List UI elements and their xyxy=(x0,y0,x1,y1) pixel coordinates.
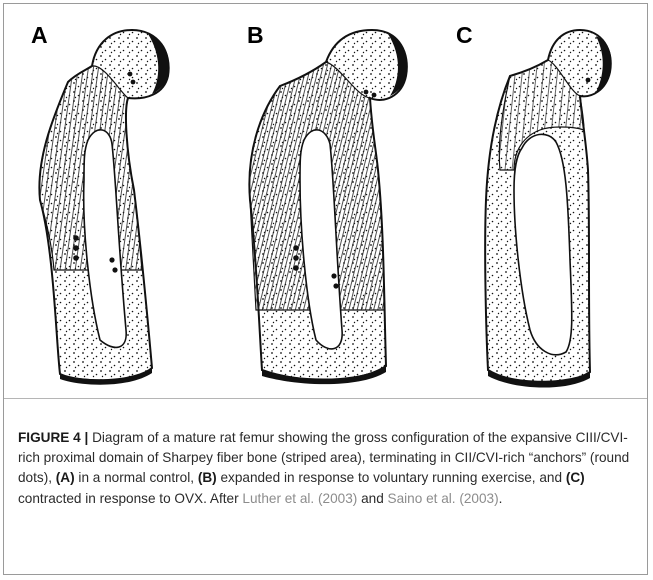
caption-divider xyxy=(4,398,647,399)
caption-text-3: expanded in response to voluntary runnin… xyxy=(217,470,566,485)
femur-a xyxy=(39,30,169,385)
caption-separator: | xyxy=(81,430,92,445)
panel-label-a: A xyxy=(31,22,48,49)
caption-tag-c: (C) xyxy=(566,470,585,485)
panel-label-b: B xyxy=(247,22,264,49)
caption-figure-label: FIGURE 4 xyxy=(18,430,81,445)
caption-tag-b: (B) xyxy=(198,470,217,485)
figure-caption: FIGURE 4 | Diagram of a mature rat femur… xyxy=(18,428,635,509)
femur-c xyxy=(485,30,611,388)
femur-b xyxy=(249,30,407,384)
femur-diagram xyxy=(0,0,653,400)
caption-tag-a: (A) xyxy=(56,470,75,485)
caption-text-2: in a normal control, xyxy=(75,470,198,485)
caption-text-4: contracted in response to OVX. After xyxy=(18,491,242,506)
caption-text-6: . xyxy=(499,491,503,506)
citation-saino[interactable]: Saino et al. (2003) xyxy=(388,491,499,506)
panel-label-c: C xyxy=(456,22,473,49)
caption-text-5: and xyxy=(357,491,387,506)
citation-luther[interactable]: Luther et al. (2003) xyxy=(242,491,357,506)
